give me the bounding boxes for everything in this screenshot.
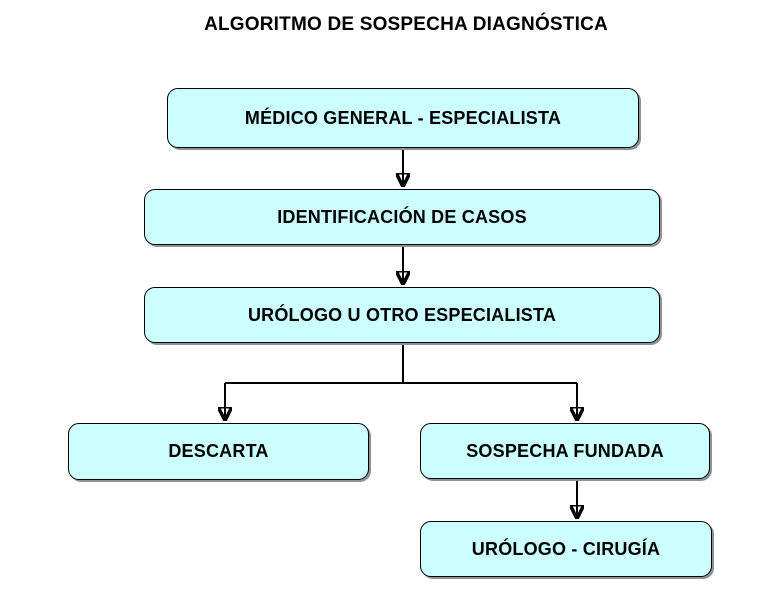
connector-branch-rail — [225, 344, 577, 384]
node-urologo-u-otro-especialista: URÓLOGO U OTRO ESPECIALISTA — [144, 287, 660, 343]
node-medico-general-especialista: MÉDICO GENERAL - ESPECIALISTA — [167, 88, 639, 148]
diagram-title: ALGORITMO DE SOSPECHA DIAGNÓSTICA — [204, 14, 608, 35]
node-sospecha-fundada: SOSPECHA FUNDADA — [420, 423, 710, 479]
node-identificacion-de-casos: IDENTIFICACIÓN DE CASOS — [144, 189, 660, 245]
node-descarta: DESCARTA — [68, 423, 369, 480]
node-urologo-cirugia: URÓLOGO - CIRUGÍA — [420, 521, 712, 577]
